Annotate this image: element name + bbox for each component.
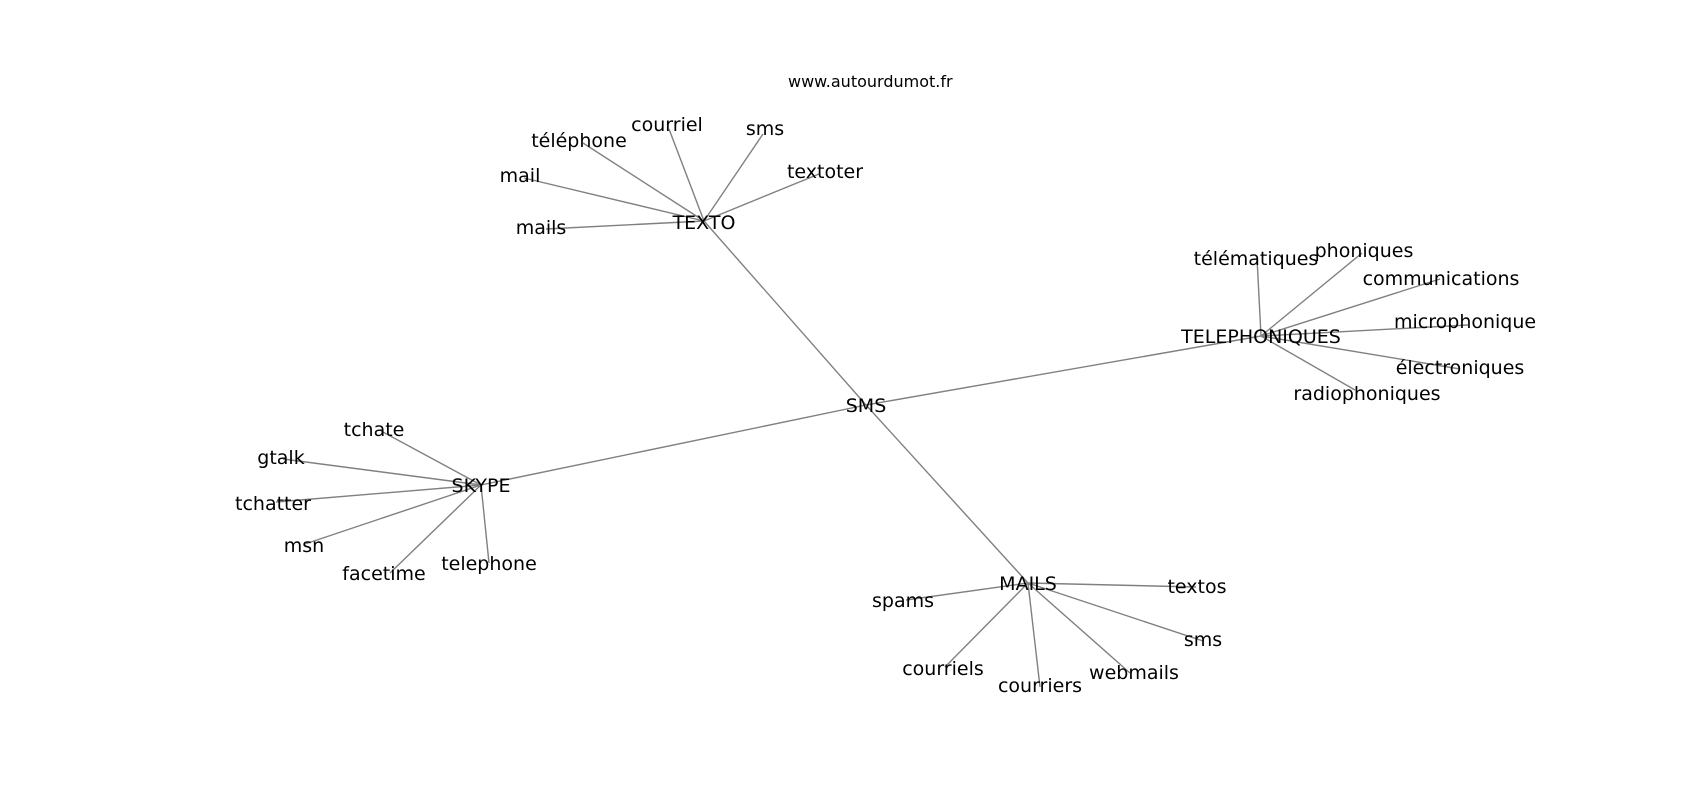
edge-texto-texto_mails xyxy=(545,220,705,230)
edge-center-texto xyxy=(703,220,867,406)
node-label-center: SMS xyxy=(846,395,887,417)
edge-telephoniques-tel_phoniques xyxy=(1260,252,1363,337)
edge-texto-texto_textoter xyxy=(703,173,820,222)
node-label-leaf-skype_tchate: tchate xyxy=(344,419,405,441)
edge-mails-mails_sms xyxy=(1027,582,1204,642)
edge-center-mails xyxy=(865,404,1029,584)
node-label-leaf-tel_radiophoniques: radiophoniques xyxy=(1293,383,1440,405)
edge-mails-mails_textos xyxy=(1027,582,1197,588)
edge-center-skype xyxy=(480,404,867,486)
node-label-hub-texto: TEXTO xyxy=(672,212,736,234)
node-label-leaf-tel_microphoniques: microphoniques xyxy=(1394,311,1546,333)
node-label-leaf-mails_webmails: webmails xyxy=(1089,662,1179,684)
node-label-leaf-tel_phoniques: phoniques xyxy=(1315,240,1414,262)
node-label-leaf-skype_gtalk: gtalk xyxy=(257,447,304,469)
node-label-leaf-mails_textos: textos xyxy=(1167,576,1226,598)
edge-mails-mails_webmails xyxy=(1027,582,1131,674)
node-label-leaf-texto_courriel: courriel xyxy=(631,114,703,136)
edge-texto-texto_telephone xyxy=(582,142,705,222)
node-label-leaf-mails_spams: spams xyxy=(872,590,934,612)
edge-skype-skype_telephone xyxy=(480,484,490,564)
edge-texto-texto_mail xyxy=(523,177,705,222)
edge-center-telephoniques xyxy=(865,335,1262,406)
edge-texto-texto_courriel xyxy=(668,128,705,222)
edge-telephoniques-tel_radiophoniques xyxy=(1260,335,1356,391)
edge-texto-texto_sms xyxy=(703,133,764,222)
node-label-leaf-tel_electroniques: électroniques xyxy=(1396,357,1525,379)
node-label-leaf-skype_tchatter: tchatter xyxy=(235,493,311,515)
edge-skype-skype_gtalk xyxy=(282,458,482,486)
node-label-leaf-tel_telematiques: télématiques xyxy=(1194,248,1319,270)
edge-skype-skype_tchate xyxy=(380,430,482,486)
edge-mails-mails_spams xyxy=(905,582,1029,601)
edge-skype-skype_facetime xyxy=(389,484,482,574)
node-label-leaf-texto_telephone: téléphone xyxy=(531,130,627,152)
node-label-hub-telephoniques: TELEPHONIQUES xyxy=(1180,326,1341,348)
node-label-leaf-skype_facetime: facetime xyxy=(342,563,425,585)
edge-telephoniques-tel_electroniques xyxy=(1260,335,1461,370)
node-label-hub-mails: MAILS xyxy=(999,573,1057,595)
edge-telephoniques-tel_microphoniques xyxy=(1260,324,1469,337)
node-label-leaf-mails_courriers: courriers xyxy=(998,675,1082,697)
edge-telephoniques-tel_communications xyxy=(1260,278,1441,337)
watermark-text: www.autourdumot.fr xyxy=(788,72,953,91)
node-label-leaf-texto_mails: mails xyxy=(516,217,567,239)
node-label-leaf-texto_textoter: textoter xyxy=(787,161,863,183)
node-label-leaf-skype_msn: msn xyxy=(284,535,324,557)
node-label-leaf-mails_sms: sms xyxy=(1184,629,1222,651)
node-label-leaf-texto_mail: mail xyxy=(500,165,541,187)
edge-skype-skype_msn xyxy=(304,484,482,545)
edge-skype-skype_tchatter xyxy=(275,484,482,503)
edge-mails-mails_courriers xyxy=(1027,582,1041,688)
edge-telephoniques-tel_telematiques xyxy=(1256,257,1262,337)
node-label-leaf-texto_sms: sms xyxy=(746,118,784,140)
node-label-leaf-mails_courriels: courriels xyxy=(902,658,984,680)
node-label-leaf-tel_communications: communications xyxy=(1363,268,1520,290)
edges-layer xyxy=(275,128,1469,688)
node-label-hub-skype: SKYPE xyxy=(452,475,511,497)
node-label-leaf-skype_telephone: telephone xyxy=(441,553,537,575)
edge-mails-mails_courriels xyxy=(944,582,1029,668)
